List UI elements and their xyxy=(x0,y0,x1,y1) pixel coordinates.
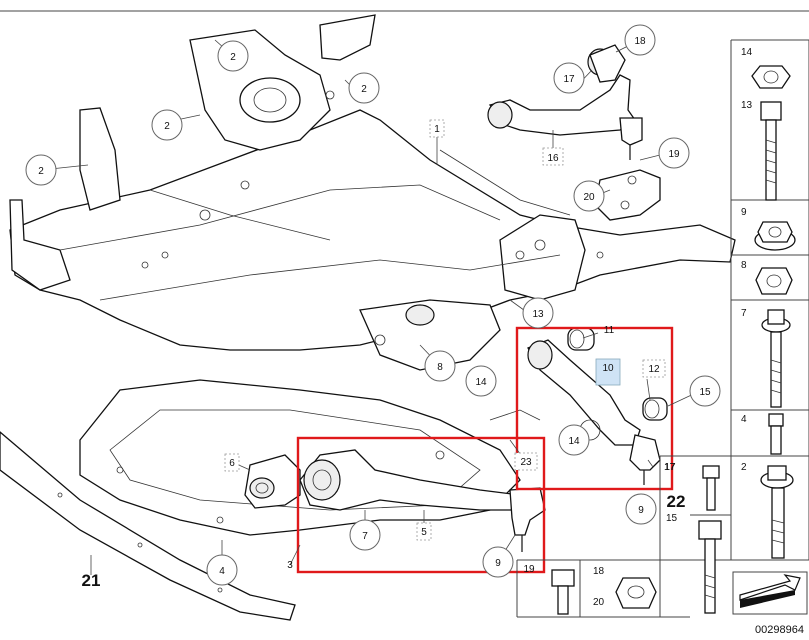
callout-20-circle xyxy=(573,180,605,212)
part-5-lower-control-arm xyxy=(299,449,546,552)
callout-2-d: 2 xyxy=(38,166,44,177)
callout-1: 1 xyxy=(434,124,440,135)
callout-7-circle xyxy=(349,519,381,551)
callout-9-circle-a xyxy=(482,546,514,578)
callout-3: 3 xyxy=(287,560,293,571)
short-bolt-icon xyxy=(768,413,784,455)
callout-2-c: 2 xyxy=(230,52,236,63)
highlight-lower-arm xyxy=(296,436,546,574)
callout-15-circle xyxy=(689,375,721,407)
legend-8: 8 xyxy=(741,260,747,271)
callout-13: 13 xyxy=(532,309,544,320)
callout-5: 5 xyxy=(421,527,427,538)
legend-9: 9 xyxy=(741,207,747,218)
callout-2-circle-b xyxy=(151,109,183,141)
flange-bolt-icon xyxy=(761,309,791,408)
callouts: 1 2 2 2 2 3 4 5 6 7 8 9 9 10 11 xyxy=(25,24,721,590)
callout-17-b: 17 xyxy=(664,462,676,473)
legend-14: 14 xyxy=(741,47,753,58)
callout-21: 21 xyxy=(82,571,101,590)
callout-14-circle-a xyxy=(465,365,497,397)
legend-20: 20 xyxy=(593,597,605,608)
long-bolt-icon xyxy=(760,101,782,201)
bottom-bolt-icon xyxy=(551,569,575,615)
callout-15: 15 xyxy=(699,387,711,398)
callout-18-circle xyxy=(624,24,656,56)
callout-2-circle-a xyxy=(348,72,380,104)
legend-17: 17 xyxy=(664,462,676,473)
hex-nut-icon xyxy=(755,267,793,295)
callout-23-box xyxy=(514,452,538,471)
large-bolt-icon xyxy=(760,465,794,559)
callout-4-circle xyxy=(206,554,238,586)
legend-18: 18 xyxy=(593,566,605,577)
diagram-code: 00298964 xyxy=(755,624,804,636)
legend-15: 15 xyxy=(666,513,678,524)
callout-6: 6 xyxy=(229,458,235,469)
callout-18: 18 xyxy=(634,36,646,47)
part-21-trim-strip xyxy=(0,431,296,621)
callout-9-a: 9 xyxy=(495,558,501,569)
legend-4: 4 xyxy=(741,414,747,425)
callout-8: 8 xyxy=(437,362,443,373)
callout-12-box xyxy=(642,359,666,378)
callout-2-circle-d xyxy=(25,154,57,186)
part-16-upper-control-arm xyxy=(487,44,643,160)
direction-arrow-icon xyxy=(732,571,808,615)
callout-2-circle-c xyxy=(217,40,249,72)
legend-2: 2 xyxy=(741,462,747,473)
callout-13-circle xyxy=(522,297,554,329)
highlight-upper-arm xyxy=(515,326,674,491)
flange-nut-icon xyxy=(754,221,796,251)
callout-14-circle-b xyxy=(558,424,590,456)
bottom-nut-icon xyxy=(615,577,657,609)
callout-19-a: 19 xyxy=(668,149,680,160)
callout-11: 11 xyxy=(604,325,615,336)
callout-14-a: 14 xyxy=(475,377,487,388)
callout-6-box xyxy=(224,453,240,472)
small-bolt-icon xyxy=(702,465,720,511)
callout-5-box xyxy=(416,522,432,541)
callout-9-circle-b xyxy=(625,493,657,525)
callout-4: 4 xyxy=(219,566,225,577)
front-axle-carrier xyxy=(9,14,736,371)
callout-2-a: 2 xyxy=(361,84,367,95)
part-19-bracket xyxy=(594,169,661,221)
legend-7: 7 xyxy=(741,308,747,319)
callout-12: 12 xyxy=(648,364,660,375)
callout-20: 20 xyxy=(583,192,595,203)
callout-2-b: 2 xyxy=(164,121,170,132)
callout-16-box xyxy=(542,147,564,166)
callout-9-b: 9 xyxy=(638,505,644,516)
callout-17-circle xyxy=(553,62,585,94)
callout-10: 10 xyxy=(602,363,614,374)
thin-bolt-icon xyxy=(698,520,722,614)
part-10-tension-strut xyxy=(489,327,668,485)
callout-14-b: 14 xyxy=(568,436,580,447)
callout-1-box xyxy=(429,119,445,138)
callout-7: 7 xyxy=(362,531,368,542)
callout-19-circle xyxy=(658,137,690,169)
underbody-shield xyxy=(79,379,521,536)
callout-8-circle xyxy=(424,350,456,382)
callout-17-a: 17 xyxy=(563,74,575,85)
legend-13: 13 xyxy=(741,100,753,111)
callout-19-b: 19 xyxy=(523,564,535,575)
fastener-legend: 14 13 9 8 7 4 2 15 17 18 20 xyxy=(516,39,809,618)
callout-16: 16 xyxy=(547,153,559,164)
callout-23: 23 xyxy=(520,457,532,468)
callout-10-box xyxy=(595,358,621,386)
nut-icon xyxy=(751,65,791,89)
part-6-bushing xyxy=(244,454,301,509)
callout-22: 22 xyxy=(667,492,686,511)
